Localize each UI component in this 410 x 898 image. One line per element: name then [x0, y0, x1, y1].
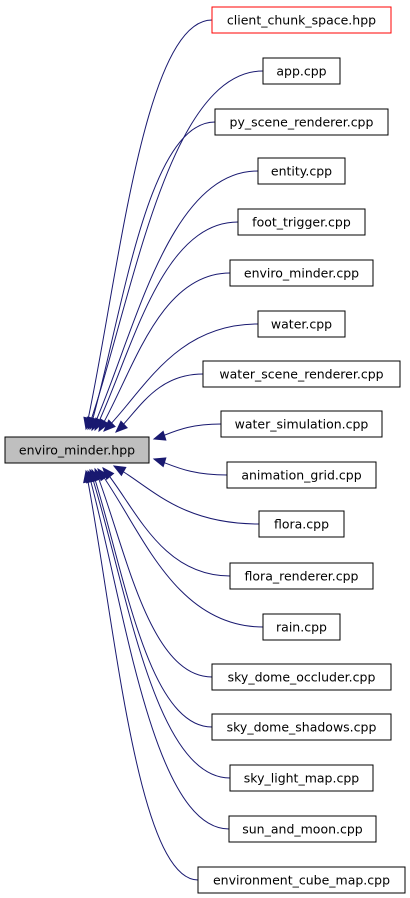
node-label: py_scene_renderer.cpp — [230, 115, 374, 130]
dependency-edge — [85, 19, 213, 430]
node-water-simulation-cpp[interactable]: water_simulation.cpp — [220, 410, 383, 438]
dependency-edge — [89, 121, 216, 430]
node-box — [258, 510, 345, 538]
arrowhead — [112, 465, 127, 477]
arrowhead — [83, 469, 94, 484]
node-label: sky_dome_occluder.cpp — [228, 670, 376, 685]
arrowhead — [115, 420, 128, 433]
dependency-edge — [87, 470, 230, 830]
dependency-edge — [91, 469, 213, 728]
node-label: client_chunk_space.hpp — [227, 13, 376, 28]
node-water-scene-renderer-cpp[interactable]: water_scene_renderer.cpp — [202, 360, 401, 388]
node-enviro-minder-cpp[interactable]: enviro_minder.cpp — [229, 259, 374, 287]
node-py-scene-renderer-cpp[interactable]: py_scene_renderer.cpp — [214, 108, 389, 136]
node-sky-dome-occluder-cpp[interactable]: sky_dome_occluder.cpp — [211, 663, 392, 691]
node-box — [262, 57, 341, 85]
dependency-edge — [97, 468, 264, 628]
node-box — [229, 764, 374, 792]
node-box — [262, 613, 341, 641]
node-sun-and-moon-cpp[interactable]: sun_and_moon.cpp — [228, 815, 377, 843]
node-label: entity.cpp — [271, 164, 332, 179]
node-sky-light-map-cpp[interactable]: sky_light_map.cpp — [229, 764, 374, 792]
dependency-edge — [113, 465, 260, 525]
dependency-edge — [94, 468, 213, 678]
node-box — [202, 360, 401, 388]
node-label: app.cpp — [276, 64, 326, 79]
node-label: sky_light_map.cpp — [244, 771, 359, 786]
node-label: flora.cpp — [274, 517, 329, 532]
node-label: sun_and_moon.cpp — [242, 822, 363, 837]
node-box — [220, 410, 383, 438]
node-foot-trigger-cpp[interactable]: foot_trigger.cpp — [237, 208, 366, 236]
node-entity-cpp[interactable]: entity.cpp — [257, 157, 346, 185]
node-box — [226, 461, 377, 489]
arrowhead — [98, 418, 110, 433]
focus-node-label: enviro_minder.hpp — [19, 443, 135, 458]
node-label: foot_trigger.cpp — [252, 215, 351, 230]
node-box — [211, 663, 392, 691]
focus-node-box — [4, 436, 150, 464]
node-label: flora_renderer.cpp — [245, 569, 359, 584]
node-label: water_scene_renderer.cpp — [219, 367, 383, 382]
node-label: animation_grid.cpp — [241, 468, 361, 483]
node-animation-grid-cpp[interactable]: animation_grid.cpp — [226, 461, 377, 489]
node-box — [237, 208, 366, 236]
node-box — [229, 562, 374, 590]
arrowhead — [103, 419, 116, 432]
edges — [85, 19, 264, 881]
dependency-edge — [91, 170, 259, 431]
dependency-edge — [102, 467, 231, 577]
node-box — [257, 157, 346, 185]
node-flora-renderer-cpp[interactable]: flora_renderer.cpp — [229, 562, 374, 590]
arrowheads — [83, 416, 167, 484]
node-label: water_simulation.cpp — [235, 417, 369, 432]
node-label: rain.cpp — [276, 620, 327, 635]
dependency-edge — [89, 469, 231, 779]
node-flora-cpp[interactable]: flora.cpp — [258, 510, 345, 538]
node-box — [197, 866, 406, 894]
arrowhead — [152, 430, 167, 441]
node-box — [211, 713, 392, 741]
node-sky-dome-shadows-cpp[interactable]: sky_dome_shadows.cpp — [211, 713, 392, 741]
node-box — [229, 259, 374, 287]
node-label: environment_cube_map.cpp — [213, 873, 390, 888]
node-box — [257, 310, 346, 338]
dependency-edge — [98, 272, 231, 432]
dependency-edge — [87, 70, 264, 430]
node-rain-cpp[interactable]: rain.cpp — [262, 613, 341, 641]
dependency-edge — [103, 323, 259, 432]
node-label: water.cpp — [271, 317, 332, 332]
node-box — [228, 815, 377, 843]
node-enviro-minder-hpp[interactable]: enviro_minder.hpp — [4, 436, 150, 464]
arrowhead — [152, 457, 167, 468]
node-water-cpp[interactable]: water.cpp — [257, 310, 346, 338]
dependency-edge — [85, 470, 199, 881]
node-box — [211, 6, 392, 34]
node-client-chunk-space-hpp[interactable]: client_chunk_space.hpp — [211, 6, 392, 34]
node-environment-cube-map-cpp[interactable]: environment_cube_map.cpp — [197, 866, 406, 894]
dependency-edge — [94, 221, 239, 431]
node-label: enviro_minder.cpp — [244, 266, 359, 281]
node-app-cpp[interactable]: app.cpp — [262, 57, 341, 85]
node-label: sky_dome_shadows.cpp — [227, 720, 377, 735]
node-box — [214, 108, 389, 136]
